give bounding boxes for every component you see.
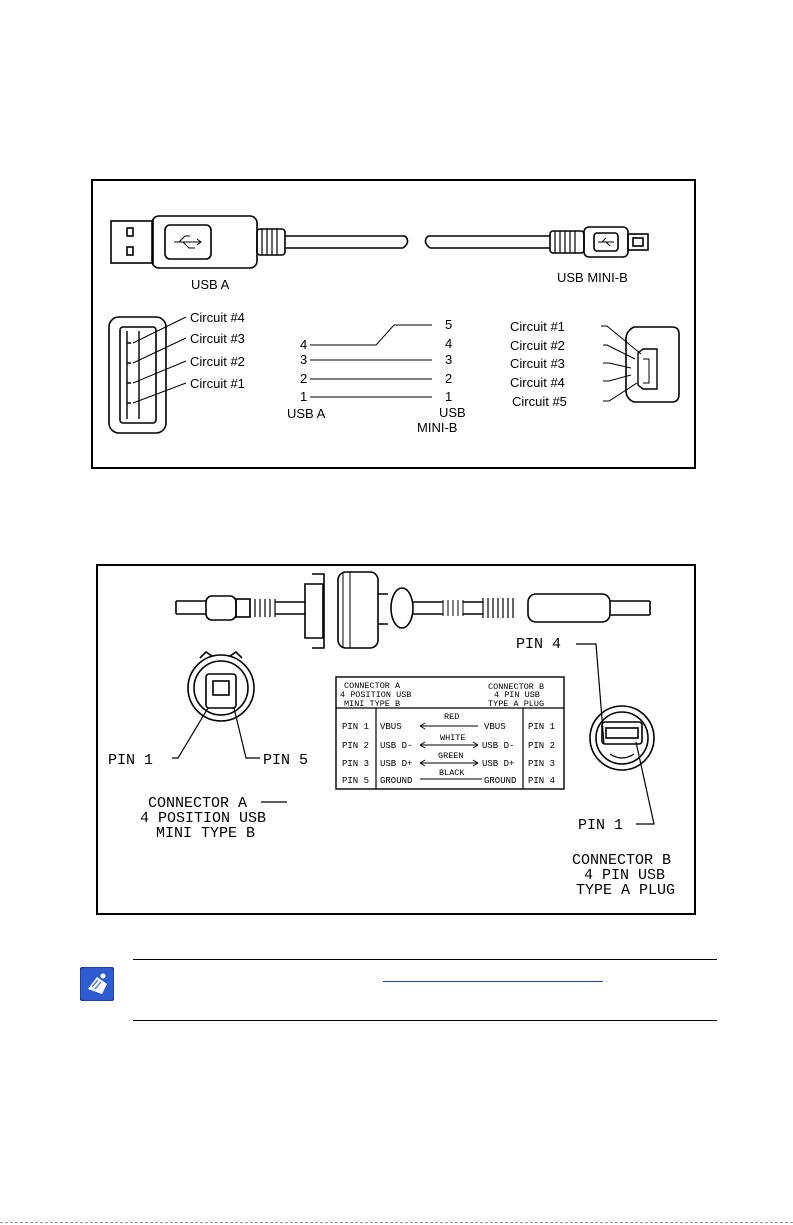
row-2-signal-a: USB D- xyxy=(380,741,412,751)
wiring-lines xyxy=(310,324,432,398)
row-2-signal-b: USB D- xyxy=(482,741,514,751)
circuit-b-5: Circuit #5 xyxy=(512,394,567,409)
usb-cable-pinout-figure: USB A USB MINI-B Circuit #4 Circuit #3 C… xyxy=(91,179,696,469)
pin-left-1: 1 xyxy=(300,389,307,404)
row-3-pin-a: PIN 3 xyxy=(342,759,369,769)
wiring-mini-b-label: MINI-B xyxy=(417,420,457,435)
note-icon xyxy=(79,966,115,1002)
pin-left-2: 2 xyxy=(300,371,307,386)
row-3-pin-b: PIN 3 xyxy=(528,759,555,769)
wiring-usb-a-label: USB A xyxy=(287,406,326,421)
table-head-left-3: MINI TYPE B xyxy=(344,699,400,709)
connector-pinout-figure: PIN 1 PIN 5 CONNECTOR A 4 POSITION USB M… xyxy=(96,564,696,915)
row-1-pin-b: PIN 1 xyxy=(528,722,555,732)
row-2-pin-a: PIN 2 xyxy=(342,741,369,751)
wiring-usb-label: USB xyxy=(439,405,466,420)
table-row: PIN 3 USB D+ GREEN USB D+ PIN 3 xyxy=(342,751,555,769)
connector-b-pin-4-label: PIN 4 xyxy=(516,636,561,653)
row-4-pin-a: PIN 5 xyxy=(342,776,369,786)
connector-b-pin-4-leader xyxy=(576,643,605,745)
circuit-a-3: Circuit #3 xyxy=(190,331,245,346)
usb-cable-pinout-drawing: USB A USB MINI-B Circuit #4 Circuit #3 C… xyxy=(108,215,680,435)
connector-b-face-drawing xyxy=(589,705,655,771)
note-link[interactable] xyxy=(383,981,603,982)
pin-right-5: 5 xyxy=(445,317,452,332)
usb-mini-b-label: USB MINI-B xyxy=(557,270,628,285)
note-top-rule xyxy=(133,959,717,960)
usb-a-label: USB A xyxy=(191,277,230,292)
pin-left-4: 4 xyxy=(300,337,307,352)
table-head-right-2: 4 PIN USB xyxy=(494,690,540,700)
connector-a-face-drawing xyxy=(172,650,260,759)
circuit-a-2: Circuit #2 xyxy=(190,354,245,369)
row-3-signal-b: USB D+ xyxy=(482,759,514,769)
usb-mini-b-receptacle-drawing xyxy=(601,325,680,403)
circuit-b-4: Circuit #4 xyxy=(510,375,565,390)
circuit-a-4: Circuit #4 xyxy=(190,310,245,325)
table-row: PIN 5 GROUND BLACK GROUND PIN 4 xyxy=(342,768,555,786)
connector-a-title-3: MINI TYPE B xyxy=(156,825,255,842)
pin-right-4: 4 xyxy=(445,336,452,351)
row-1-signal-b: VBUS xyxy=(484,722,506,732)
row-1-pin-a: PIN 1 xyxy=(342,722,369,732)
row-4-signal-b: GROUND xyxy=(484,776,516,786)
row-1-signal-a: VBUS xyxy=(380,722,402,732)
pin-right-2: 2 xyxy=(445,371,452,386)
row-3-signal-a: USB D+ xyxy=(380,759,412,769)
usb-a-receptacle-drawing xyxy=(108,316,187,434)
row-1-wire: RED xyxy=(444,712,459,722)
row-4-pin-b: PIN 4 xyxy=(528,776,555,786)
circuit-b-1: Circuit #1 xyxy=(510,319,565,334)
row-2-wire: WHITE xyxy=(440,733,466,743)
connector-a-pin-5-label: PIN 5 xyxy=(263,752,308,769)
note-bottom-rule xyxy=(133,1020,717,1021)
pin-right-1: 1 xyxy=(445,389,452,404)
pin-right-3: 3 xyxy=(445,352,452,367)
table-head-right-1: CONNECTOR B xyxy=(488,682,544,692)
page-bottom-rule xyxy=(0,1222,793,1223)
connector-b-pin-1-leader xyxy=(635,741,655,825)
connector-pinout-drawing: PIN 1 PIN 5 CONNECTOR A 4 POSITION USB M… xyxy=(108,571,675,899)
connector-a-title-1: CONNECTOR A xyxy=(148,795,247,812)
circuit-b-2: Circuit #2 xyxy=(510,338,565,353)
table-row: PIN 2 USB D- WHITE USB D- PIN 2 xyxy=(342,733,555,751)
connector-b-title-2: 4 PIN USB xyxy=(584,867,665,884)
row-4-wire: BLACK xyxy=(439,768,465,778)
table-head-right-3: TYPE A PLUG xyxy=(488,699,544,709)
pinout-table: CONNECTOR A 4 POSITION USB MINI TYPE B C… xyxy=(335,676,565,790)
usb-a-plug-drawing xyxy=(110,215,409,269)
circuit-b-3: Circuit #3 xyxy=(510,356,565,371)
connector-a-title-2: 4 POSITION USB xyxy=(140,810,266,827)
circuit-a-1: Circuit #1 xyxy=(190,376,245,391)
row-3-wire: GREEN xyxy=(438,751,464,761)
table-row: PIN 1 VBUS RED VBUS PIN 1 xyxy=(342,712,555,732)
table-head-left-2: 4 POSITION USB xyxy=(340,690,411,700)
usb-mini-b-plug-drawing xyxy=(424,226,649,258)
connector-b-title-1: CONNECTOR B xyxy=(572,852,671,869)
pin-left-3: 3 xyxy=(300,352,307,367)
connector-b-title-3: TYPE A PLUG xyxy=(576,882,675,899)
connector-a-pin-1-label: PIN 1 xyxy=(108,752,153,769)
table-head-left-1: CONNECTOR A xyxy=(344,681,401,691)
row-2-pin-b: PIN 2 xyxy=(528,741,555,751)
connector-b-pin-1-label: PIN 1 xyxy=(578,817,623,834)
row-4-signal-a: GROUND xyxy=(380,776,412,786)
cable-drawing xyxy=(175,571,651,649)
